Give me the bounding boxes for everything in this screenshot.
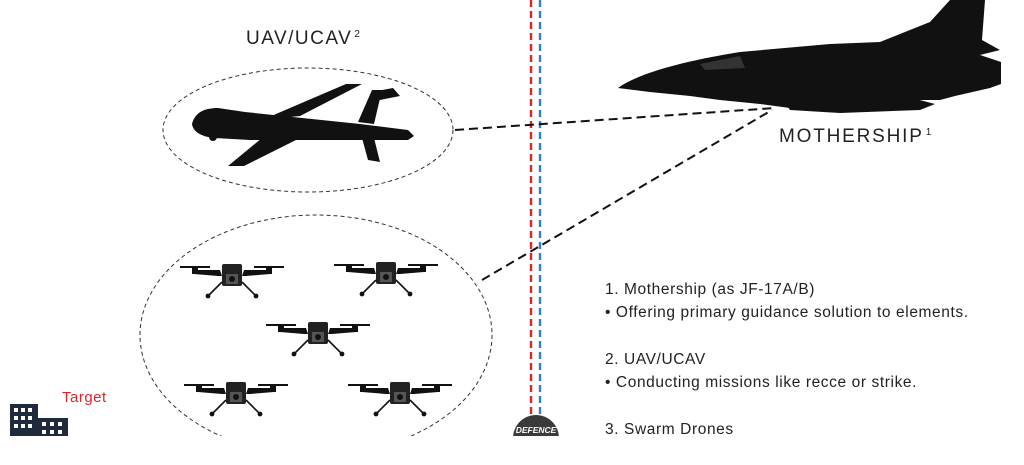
mothership-footnote-mark: 1 — [925, 126, 932, 138]
building-icon — [10, 404, 68, 436]
legend-item-mothership: 1. Mothership (as JF-17A/B) • Offering p… — [605, 278, 1020, 324]
quadcopter-icon — [348, 382, 452, 417]
quadcopter-icon — [334, 262, 438, 297]
uav-link-line — [454, 107, 776, 131]
uav-ellipse — [162, 67, 454, 193]
legend-item-swarm: 3. Swarm Drones — [605, 418, 1020, 441]
legend: 1. Mothership (as JF-17A/B) • Offering p… — [605, 278, 1020, 465]
uav-footnote-mark: 2 — [354, 28, 360, 40]
legend-title: 3. Swarm Drones — [605, 421, 734, 438]
diagram-canvas: DEFENCE — [10, 0, 1001, 436]
legend-title: 1. Mothership (as JF-17A/B) — [605, 281, 816, 298]
swarm-link-line — [481, 109, 773, 281]
legend-item-uav: 2. UAV/UCAV • Conducting missions like r… — [605, 348, 1020, 394]
swarm-group — [180, 262, 452, 417]
quadcopter-icon — [180, 264, 284, 299]
legend-description: • Offering primary guidance solution to … — [605, 304, 969, 321]
uav-drone-icon — [192, 84, 414, 166]
quadcopter-icon — [184, 382, 288, 417]
legend-description: • Conducting missions like recce or stri… — [605, 374, 918, 391]
legend-title: 2. UAV/UCAV — [605, 351, 706, 368]
target-label: Target — [62, 389, 107, 406]
jet-icon — [618, 0, 1001, 113]
swarm-ellipse — [139, 214, 493, 436]
quadcopter-icon — [266, 322, 370, 357]
defence-badge: DEFENCE — [513, 415, 559, 436]
badge-text: DEFENCE — [516, 425, 557, 435]
